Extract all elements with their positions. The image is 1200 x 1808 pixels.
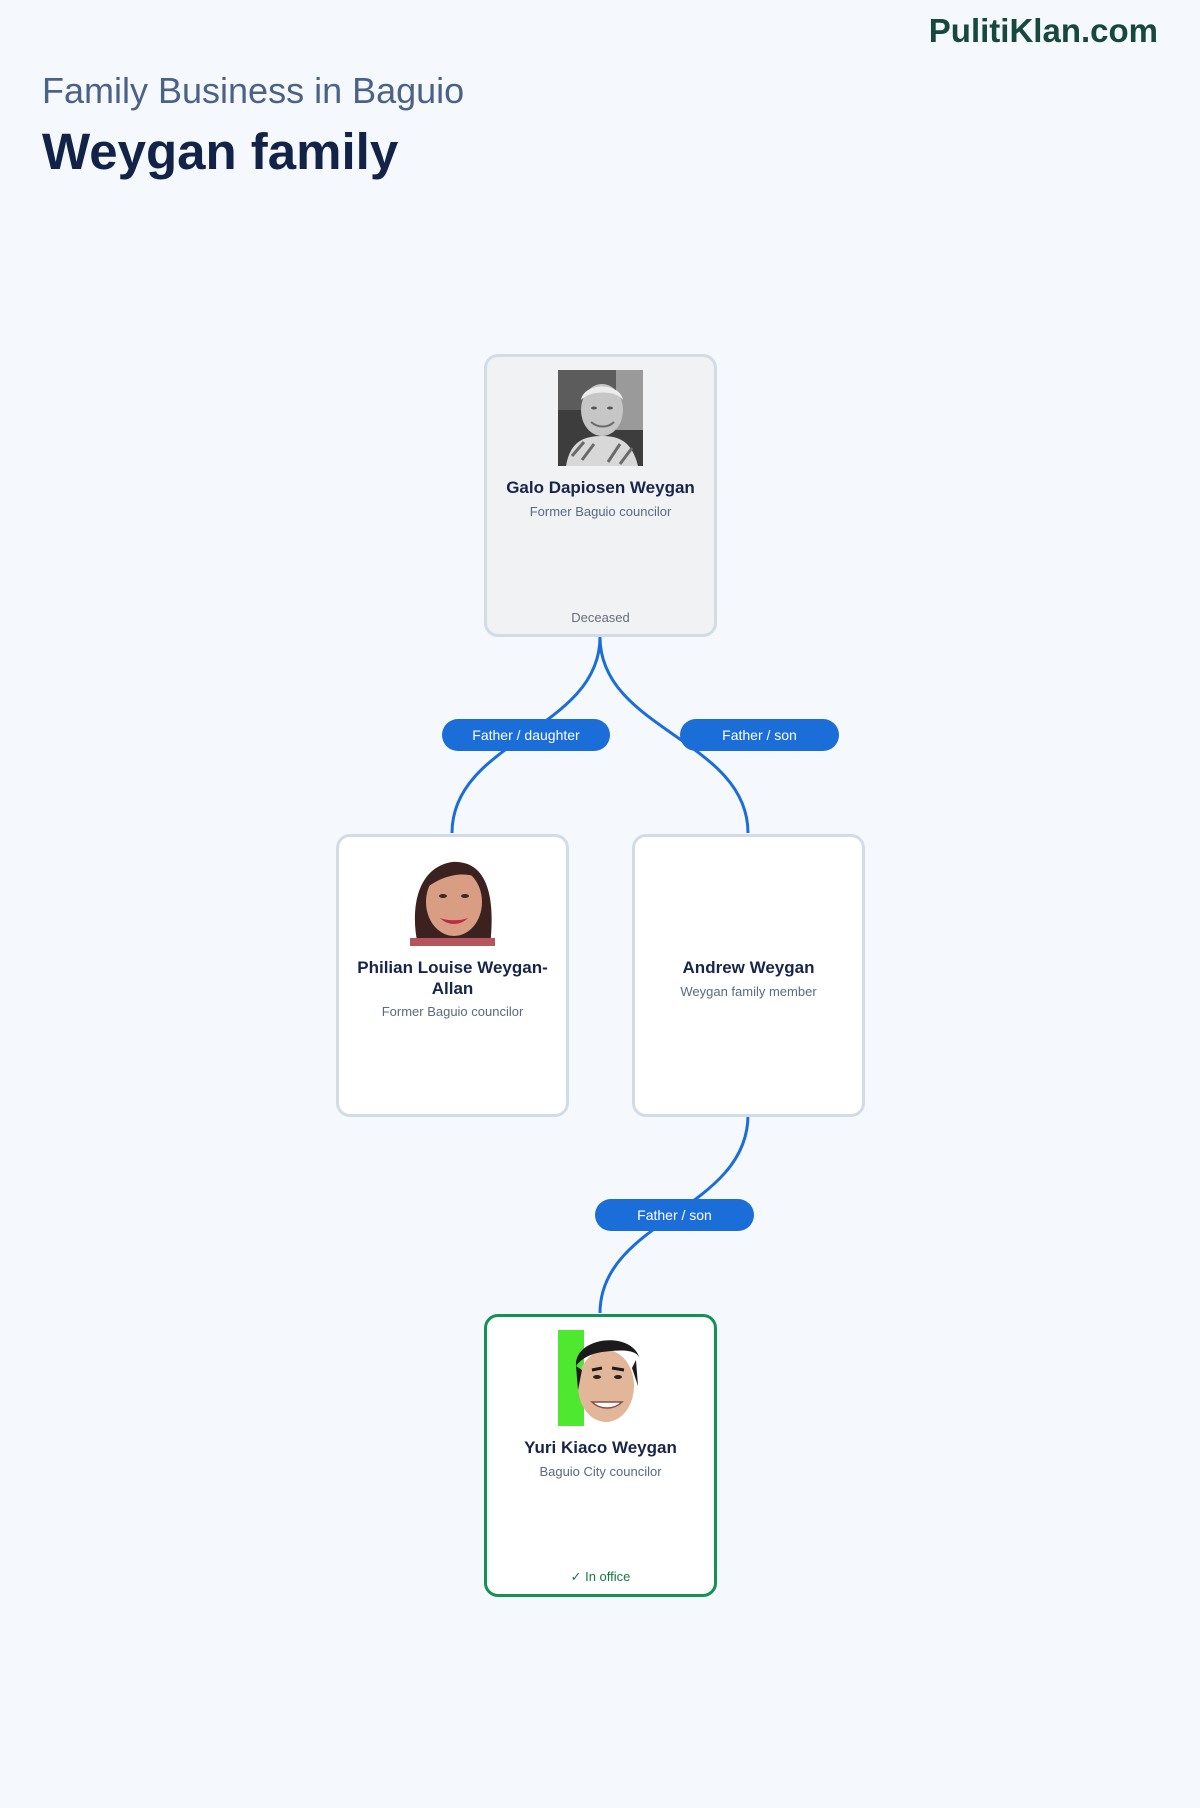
connector-galo-andrew (598, 636, 750, 834)
status-badge: ✓ In office (570, 1569, 631, 1584)
relation-label-father-son-2: Father / son (595, 1199, 754, 1231)
member-card-philian[interactable]: Philian Louise Weygan-Allan Former Bagui… (336, 834, 569, 1117)
member-card-galo[interactable]: Galo Dapiosen Weygan Former Baguio counc… (484, 354, 717, 637)
brand-logo[interactable]: PulitiKlan.com (928, 12, 1158, 49)
member-role: Baguio City councilor (539, 1464, 662, 1479)
photo-philian (410, 850, 495, 946)
photo-galo (558, 370, 643, 466)
member-role: Former Baguio councilor (529, 504, 672, 519)
page-subtitle: Family Business in Baguio (42, 70, 465, 111)
portrait-young-man (558, 1330, 643, 1426)
member-name: Andrew Weygan (682, 958, 815, 977)
member-role: Former Baguio councilor (381, 1004, 524, 1019)
member-name: Philian Louise Weygan-Allan (357, 958, 548, 998)
portrait-woman (410, 850, 495, 946)
page-title: Weygan family (42, 123, 399, 180)
photo-yuri (558, 1330, 643, 1426)
relation-label-father-daughter: Father / daughter (442, 719, 610, 751)
member-name: Galo Dapiosen Weygan (506, 478, 695, 497)
member-role: Weygan family member (680, 984, 817, 999)
member-name: Yuri Kiaco Weygan (524, 1438, 677, 1457)
status-badge: Deceased (571, 610, 630, 625)
relation-label-father-son: Father / son (680, 719, 839, 751)
member-card-yuri[interactable]: Yuri Kiaco Weygan Baguio City councilor … (484, 1314, 717, 1597)
portrait-elderly-man (558, 370, 643, 466)
member-card-andrew[interactable]: Andrew Weygan Weygan family member (632, 834, 865, 1117)
